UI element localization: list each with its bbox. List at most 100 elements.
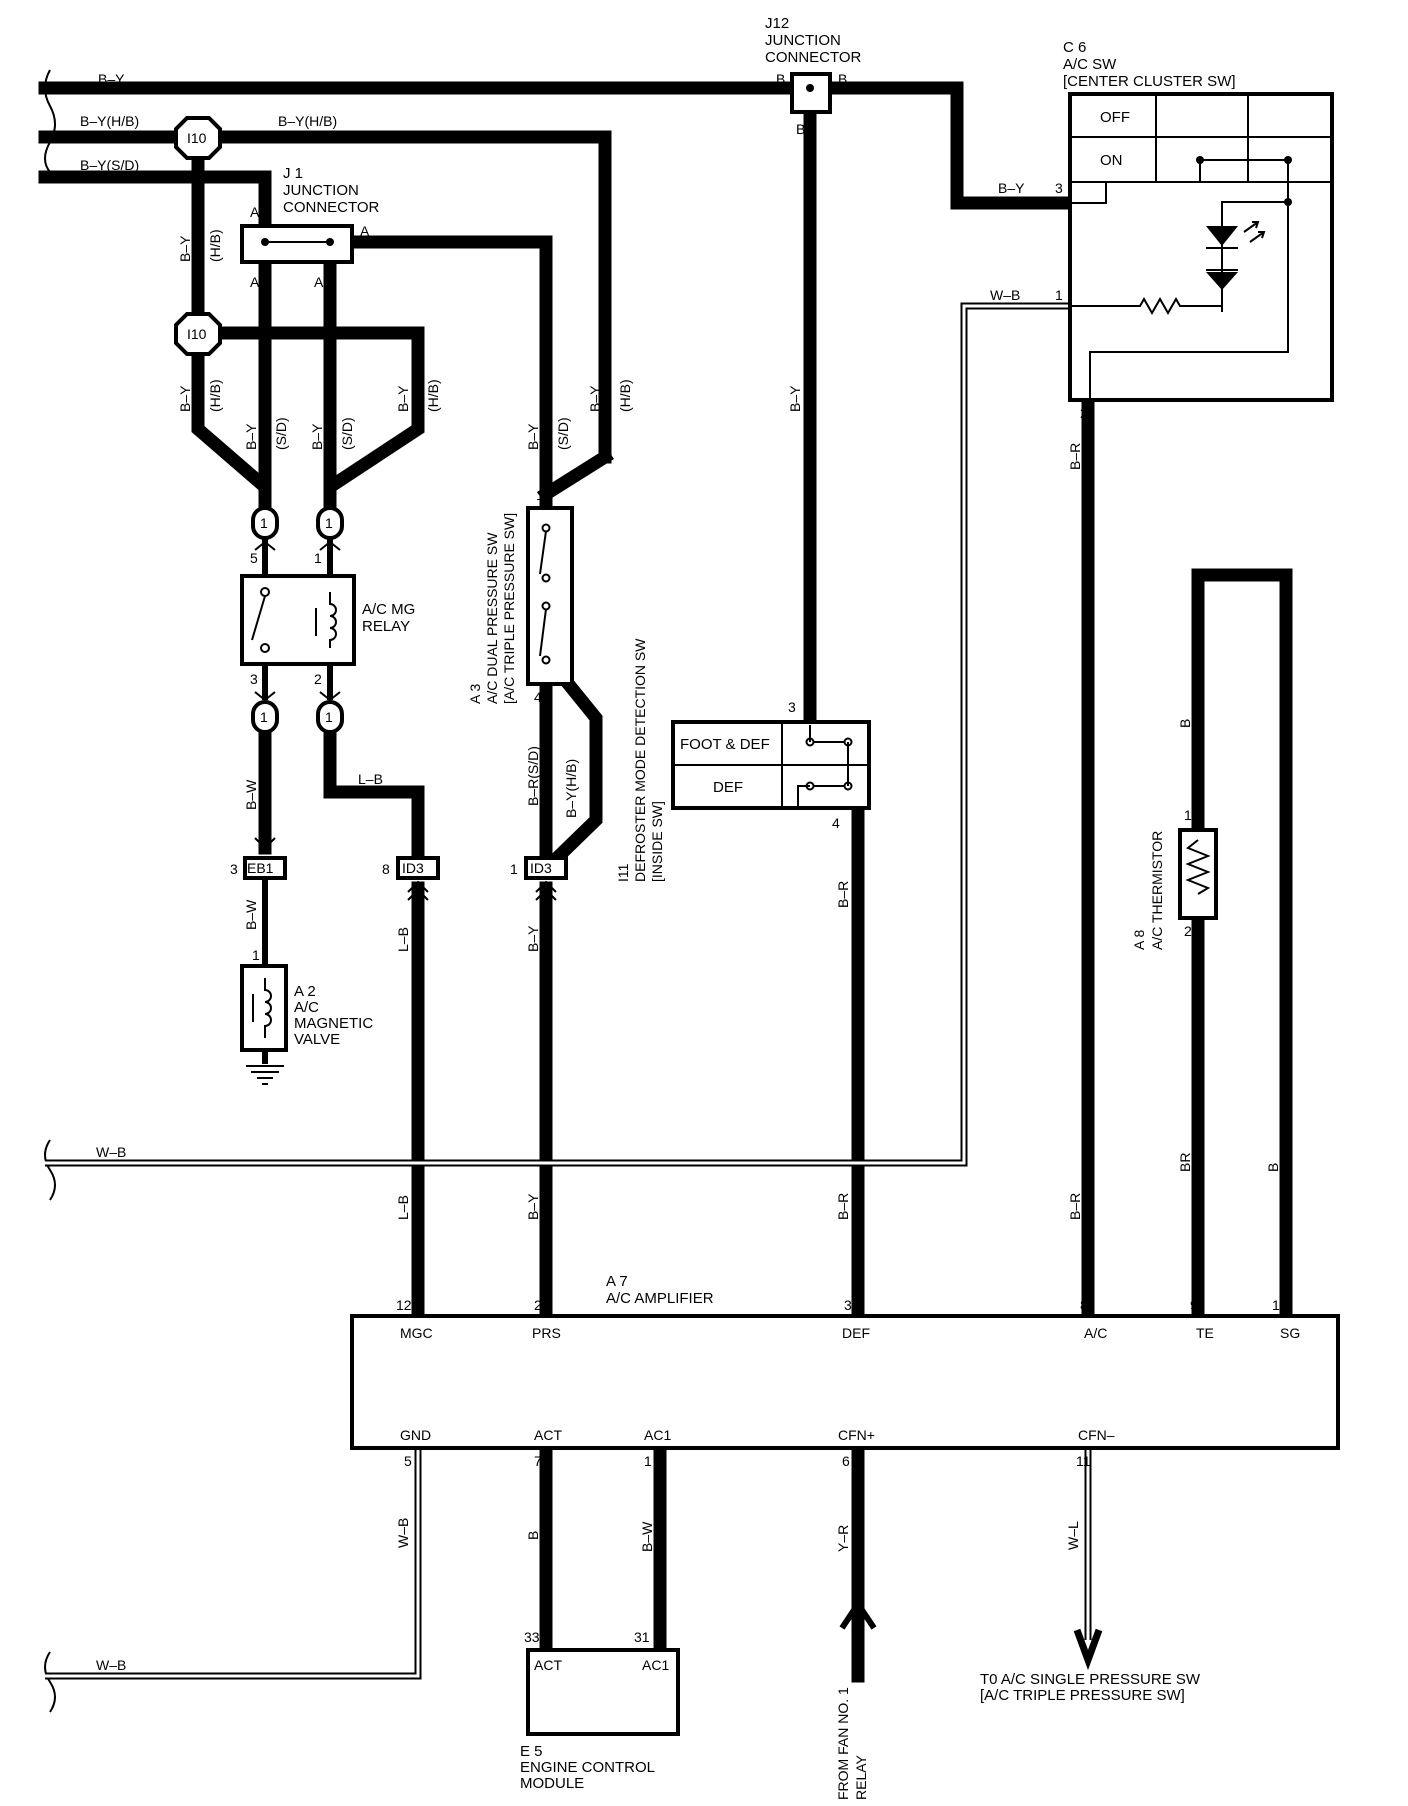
i10-splice-lower: I10	[174, 312, 222, 356]
svg-text:PRS: PRS	[532, 1325, 561, 1341]
svg-text:DEF: DEF	[713, 779, 743, 796]
svg-text:B–R(S/D): B–R(S/D)	[525, 746, 541, 806]
fan-relay-note: FROM FAN NO. 1 RELAY	[835, 1687, 869, 1800]
svg-text:2: 2	[1080, 405, 1088, 421]
svg-text:6: 6	[842, 1453, 850, 1469]
svg-text:4: 4	[832, 815, 840, 831]
svg-text:A: A	[250, 204, 260, 220]
svg-text:FROM FAN NO. 1: FROM FAN NO. 1	[835, 1687, 851, 1800]
svg-text:B–Y: B–Y	[587, 385, 603, 412]
svg-text:(H/B): (H/B)	[425, 379, 441, 412]
svg-text:B: B	[796, 121, 805, 137]
svg-text:1: 1	[536, 487, 544, 503]
svg-text:B–Y: B–Y	[525, 423, 541, 450]
relay-connector-lower: 1 1	[251, 691, 344, 734]
svg-text:B–Y: B–Y	[243, 423, 259, 450]
svg-text:2: 2	[534, 1297, 542, 1313]
wire-j1-to-a3	[343, 235, 553, 517]
j12-junction-connector: J12 JUNCTION CONNECTOR B B B	[765, 15, 862, 137]
label-wb-1: W–B	[96, 1144, 126, 1160]
svg-text:J12: J12	[765, 15, 789, 32]
to-pressure-switch-note: T0 A/C SINGLE PRESSURE SW [A/C TRIPLE PR…	[980, 1671, 1201, 1704]
a3-pressure-switch: 1 4 A 3 A/C DUAL PRESSURE SW [A/C TRIPLE…	[467, 487, 579, 818]
svg-text:AC1: AC1	[642, 1657, 669, 1673]
svg-text:JUNCTION: JUNCTION	[765, 32, 841, 49]
svg-text:33: 33	[524, 1629, 540, 1645]
svg-text:A: A	[314, 274, 324, 290]
svg-text:B–Y: B–Y	[177, 235, 193, 262]
svg-text:L–B: L–B	[395, 1195, 411, 1220]
bus-by-top	[38, 81, 1077, 210]
svg-text:ID3: ID3	[402, 860, 424, 876]
svg-text:A 7: A 7	[606, 1273, 628, 1290]
svg-text:1: 1	[325, 709, 333, 725]
i10-splice-upper: I10	[174, 116, 222, 160]
bus-by-hb	[38, 130, 612, 464]
wire-lb	[323, 723, 425, 862]
e5-engine-control-module: ACT AC1 33 31 E 5 ENGINE CONTROL MODULE	[520, 1629, 680, 1792]
svg-text:1: 1	[1055, 287, 1063, 303]
svg-text:(S/D): (S/D)	[555, 417, 571, 450]
id3-connector-right: ID3 1 B–Y	[510, 856, 568, 952]
svg-text:TE: TE	[1196, 1325, 1214, 1341]
wire-labels-amp-top: L–B B–Y B–R B–R	[395, 1193, 1083, 1220]
svg-text:DEF: DEF	[842, 1325, 870, 1341]
svg-text:C 6: C 6	[1063, 39, 1086, 56]
svg-text:9: 9	[1190, 1297, 1198, 1313]
svg-text:I10: I10	[187, 130, 207, 146]
svg-text:B–Y: B–Y	[309, 423, 325, 450]
svg-text:EB1: EB1	[247, 860, 274, 876]
svg-text:A 3: A 3	[467, 684, 483, 704]
svg-text:(S/D): (S/D)	[273, 417, 289, 450]
svg-text:1: 1	[1184, 807, 1192, 823]
svg-text:B–R: B–R	[835, 1193, 851, 1220]
svg-text:B–R: B–R	[1067, 1193, 1083, 1220]
c6-ac-switch: OFF ON C 6 A/C SW [CENTER CLUSTER SW] 3 …	[990, 39, 1334, 421]
svg-text:2: 2	[314, 671, 322, 687]
label-bw: B–W	[243, 779, 259, 810]
svg-text:3: 3	[844, 1297, 852, 1313]
svg-text:[A/C TRIPLE PRESSURE SW]: [A/C TRIPLE PRESSURE SW]	[501, 513, 517, 704]
a7-ac-amplifier: A 7 A/C AMPLIFIER 12 2 3 8 9 13 MGC PRS …	[350, 1273, 1340, 1469]
svg-text:B–R: B–R	[1067, 443, 1083, 470]
svg-text:(H/B): (H/B)	[617, 379, 633, 412]
svg-text:CFN+: CFN+	[838, 1427, 875, 1443]
svg-text:A 8: A 8	[1131, 930, 1147, 950]
svg-text:5: 5	[250, 550, 258, 566]
svg-text:31: 31	[634, 1629, 650, 1645]
wire-a3-byhb	[550, 676, 603, 865]
svg-text:CFN–: CFN–	[1078, 1427, 1115, 1443]
svg-text:B: B	[1265, 1163, 1281, 1172]
svg-text:8: 8	[382, 861, 390, 877]
svg-text:ENGINE CONTROL: ENGINE CONTROL	[520, 1759, 655, 1776]
a8-thermistor: 1 2 A 8 A/C THERMISTOR B BR B	[1131, 719, 1281, 1172]
wire-labels-amp-bottom: B B–W Y–R	[525, 1521, 851, 1552]
svg-text:13: 13	[1272, 1297, 1288, 1313]
svg-text:(S/D): (S/D)	[339, 417, 355, 450]
svg-text:3: 3	[1055, 180, 1063, 196]
svg-text:11: 11	[1076, 1453, 1091, 1469]
svg-text:B–Y: B–Y	[98, 71, 125, 87]
svg-text:B–W: B–W	[639, 1521, 655, 1552]
label-wl: W–L	[1065, 1521, 1081, 1550]
wire-i10-branch	[191, 326, 425, 527]
svg-text:W–B: W–B	[990, 287, 1020, 303]
wire-hb-to-a3	[537, 448, 614, 503]
svg-text:A/C: A/C	[294, 999, 319, 1016]
svg-text:L–B: L–B	[395, 927, 411, 952]
svg-text:B–Y: B–Y	[998, 180, 1025, 196]
svg-text:JUNCTION: JUNCTION	[283, 182, 359, 199]
svg-text:DEFROSTER MODE DETECTION SW: DEFROSTER MODE DETECTION SW	[632, 638, 648, 882]
svg-text:B–Y: B–Y	[177, 385, 193, 412]
svg-text:T0 A/C SINGLE PRESSURE SW: T0 A/C SINGLE PRESSURE SW	[980, 1671, 1201, 1688]
svg-text:[CENTER CLUSTER SW]: [CENTER CLUSTER SW]	[1063, 73, 1236, 90]
svg-text:ON: ON	[1100, 152, 1123, 169]
wire-labels-top: B–Y B–Y(H/B) B–Y(H/B) B–Y(S/D)	[80, 71, 337, 173]
svg-text:B–Y: B–Y	[787, 385, 803, 412]
svg-text:8: 8	[1080, 1297, 1088, 1313]
svg-text:A/C SW: A/C SW	[1063, 56, 1117, 73]
svg-text:CONNECTOR: CONNECTOR	[765, 49, 862, 66]
svg-text:RELAY: RELAY	[853, 1754, 869, 1800]
svg-text:ID3: ID3	[530, 860, 552, 876]
svg-text:B–R: B–R	[835, 881, 851, 908]
